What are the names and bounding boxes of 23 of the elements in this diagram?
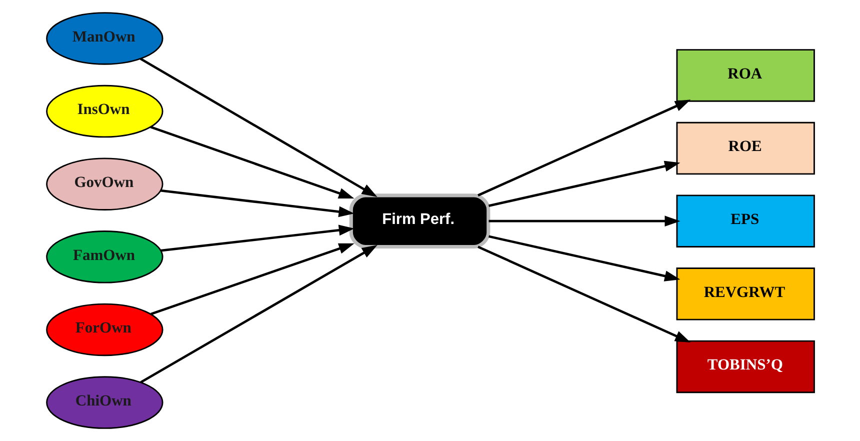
arrow <box>477 246 690 342</box>
arrow <box>139 58 377 198</box>
node-ellipse: InsOwn <box>46 84 163 138</box>
arrow <box>477 100 690 196</box>
arrow <box>150 243 354 316</box>
arrow <box>140 244 377 384</box>
node-box: Firm Perf. <box>348 194 490 249</box>
node-ellipse: ChiOwn <box>46 376 163 429</box>
node-box: ROA <box>676 49 814 102</box>
arrow <box>160 189 354 218</box>
node-ellipse: ManOwn <box>46 12 163 65</box>
arrow <box>488 235 680 282</box>
arrow <box>150 126 354 198</box>
node-ellipse: FamOwn <box>46 230 163 284</box>
node-box: ROE <box>676 122 814 175</box>
node-box: REVGRWT <box>676 268 814 320</box>
node-box: TOBINS’Q <box>676 340 814 394</box>
arrow <box>488 160 680 207</box>
arrow <box>160 224 354 252</box>
node-ellipse: GovOwn <box>46 158 163 210</box>
node-box: EPS <box>676 194 814 248</box>
arrow <box>488 216 680 227</box>
node-ellipse: ForOwn <box>46 303 163 356</box>
